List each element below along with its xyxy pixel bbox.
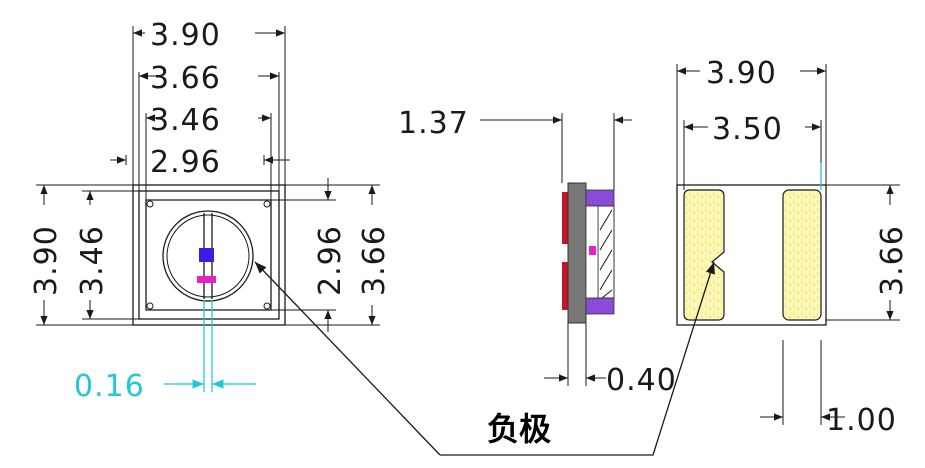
dim-1-37: 1.37 bbox=[398, 106, 469, 141]
cathode-callout: 负极 bbox=[254, 261, 715, 456]
pad-cathode bbox=[683, 189, 725, 321]
lead-bottom bbox=[562, 262, 570, 310]
dim-bottom-3-90: 3.90 bbox=[706, 56, 777, 91]
package-inner-outline bbox=[138, 190, 280, 320]
purple-pad-top bbox=[585, 189, 615, 207]
cathode-label: 负极 bbox=[487, 410, 551, 448]
frame-corner-dot bbox=[146, 200, 154, 208]
lead-top bbox=[562, 192, 570, 244]
dim-bottom-3-66: 3.66 bbox=[875, 225, 910, 296]
dim-height-2-96: 2.96 bbox=[313, 225, 348, 296]
dim-bottom-3-50: 3.50 bbox=[712, 112, 783, 147]
side-die-2 bbox=[589, 246, 596, 255]
bottom-view: 3.90 3.50 3.66 1.00 bbox=[676, 56, 910, 438]
frame-corner-dot bbox=[263, 302, 271, 310]
dim-0-40: 0.40 bbox=[606, 363, 677, 398]
pad-anode bbox=[782, 189, 822, 321]
dim-height-3-66: 3.66 bbox=[357, 225, 392, 296]
dim-height-3-46: 3.46 bbox=[75, 225, 110, 296]
bottom-body bbox=[676, 184, 827, 326]
frame-corner-dot bbox=[146, 302, 154, 310]
dim-height-3-90: 3.90 bbox=[29, 225, 64, 296]
top-view: 3.90 3.66 3.46 2.96 3.90 3.46 2.96 3.66 bbox=[29, 18, 392, 404]
bond-pad bbox=[197, 276, 216, 283]
purple-pad-bottom bbox=[585, 297, 615, 315]
led-die bbox=[199, 248, 214, 262]
package-outline bbox=[132, 184, 286, 326]
dim-0-16: 0.16 bbox=[74, 369, 145, 404]
side-body bbox=[567, 182, 587, 324]
dim-width-3-46: 3.46 bbox=[150, 103, 221, 138]
reflector-cup bbox=[162, 210, 254, 302]
frame-corner-dot bbox=[263, 200, 271, 208]
dim-bottom-1-00: 1.00 bbox=[826, 403, 897, 438]
dim-width-3-90: 3.90 bbox=[150, 18, 221, 53]
dim-width-3-66: 3.66 bbox=[150, 61, 221, 96]
reflector-cup-inner bbox=[166, 214, 250, 298]
side-view: 1.37 0.40 bbox=[398, 106, 677, 398]
dim-width-2-96: 2.96 bbox=[150, 145, 221, 180]
